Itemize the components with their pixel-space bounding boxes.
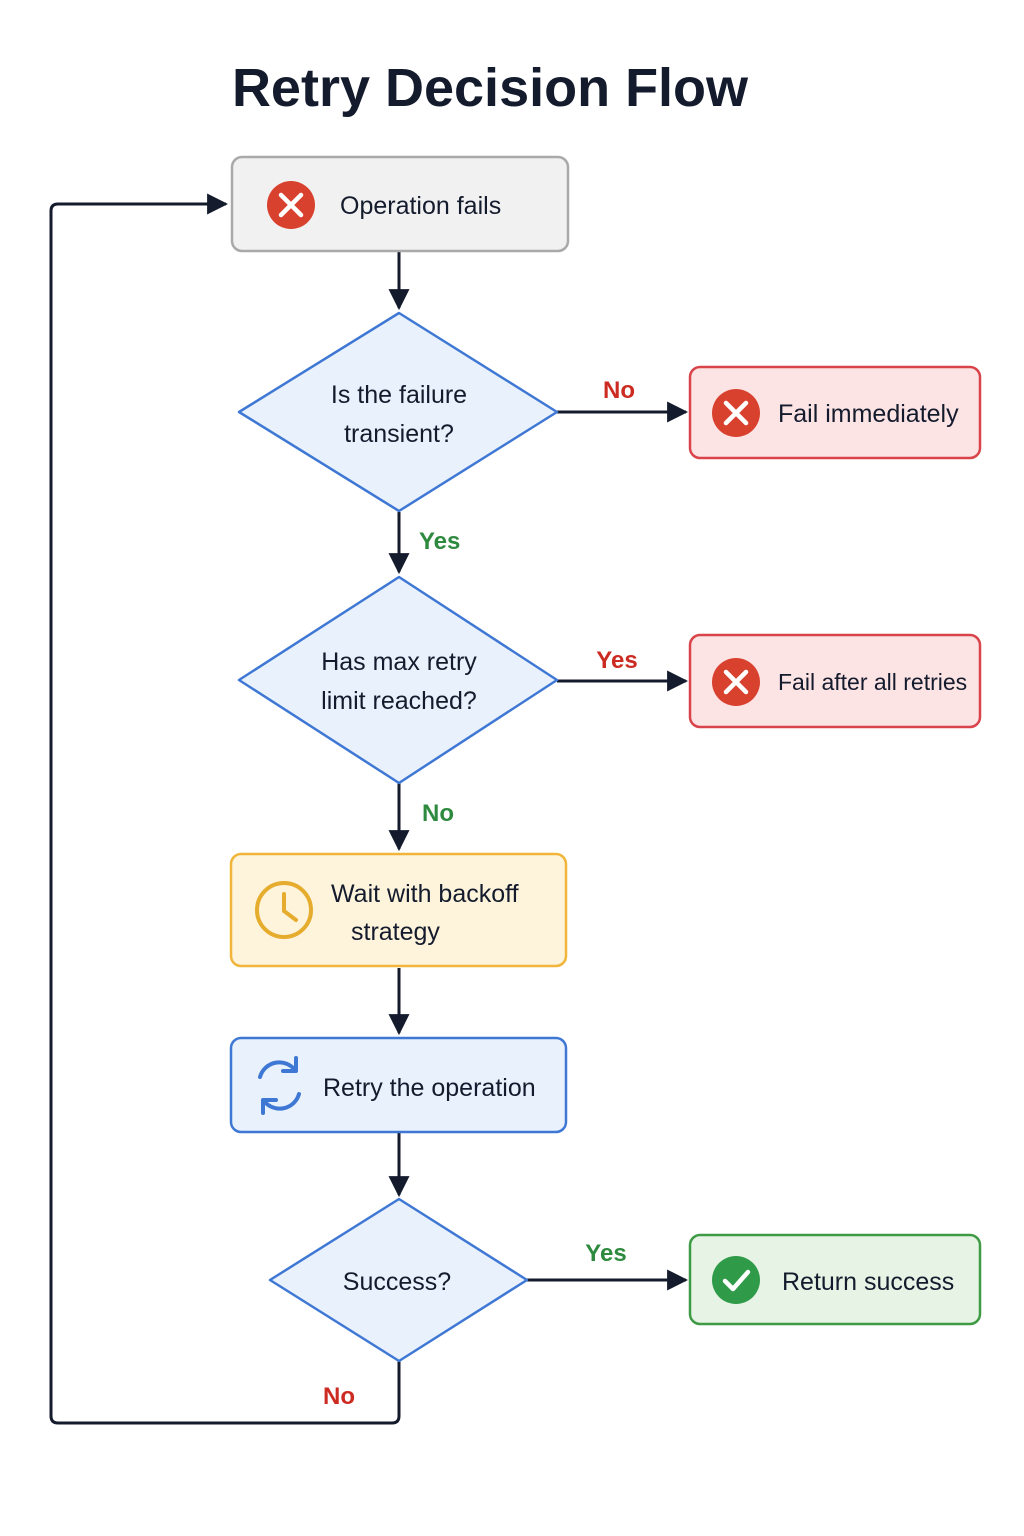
wait-backoff-label-line1: Wait with backoff	[331, 880, 519, 908]
is-transient-diamond	[237, 311, 559, 513]
refresh-icon	[258, 1056, 301, 1115]
fail-immediately-box	[688, 365, 982, 460]
return-success-label: Return success	[782, 1268, 954, 1296]
fail-after-retries-label: Fail after all retries	[778, 669, 967, 695]
max-retry-label-line2: limit reached?	[321, 687, 477, 715]
operation-fails-box	[230, 155, 570, 253]
node-fail-immediately: Fail immediately	[688, 365, 982, 460]
return-success-box	[688, 1233, 982, 1326]
wait-backoff-box	[229, 852, 568, 968]
max-retry-diamond	[237, 575, 559, 785]
retry-operation-label: Retry the operation	[323, 1074, 536, 1102]
edge-label-transient-yes: Yes	[419, 528, 460, 555]
success-diamond	[268, 1197, 529, 1363]
node-wait-backoff: Wait with backoff strategy	[229, 852, 568, 968]
check-circle-icon	[712, 1256, 760, 1304]
edge-success-no-loop	[49, 193, 401, 1425]
clock-icon	[255, 881, 313, 939]
edge-label-success-yes: Yes	[585, 1240, 626, 1267]
x-circle-icon	[267, 181, 315, 229]
node-retry-operation: Retry the operation	[229, 1036, 568, 1134]
node-operation-fails: Operation fails	[230, 155, 570, 253]
edge-label-transient-no: No	[603, 377, 635, 404]
edge-label-max-yes: Yes	[596, 647, 637, 674]
decision-success: Success?	[268, 1197, 529, 1363]
is-transient-label-line1: Is the failure	[331, 381, 467, 409]
decision-is-transient: Is the failure transient?	[237, 311, 559, 513]
max-retry-label-line1: Has max retry	[321, 648, 477, 676]
fail-after-retries-box	[688, 633, 982, 729]
x-circle-icon	[712, 389, 760, 437]
node-fail-after-retries: Fail after all retries	[688, 633, 982, 729]
is-transient-label-line2: transient?	[344, 420, 454, 448]
node-return-success: Return success	[688, 1233, 982, 1326]
operation-fails-label: Operation fails	[340, 192, 501, 220]
x-circle-icon	[712, 658, 760, 706]
edge-label-success-no: No	[323, 1383, 355, 1410]
connectors	[49, 193, 689, 1425]
edge-label-max-no: No	[422, 800, 454, 827]
wait-backoff-label-line2: strategy	[351, 918, 440, 946]
success-check-label: Success?	[343, 1268, 451, 1296]
fail-immediately-label: Fail immediately	[778, 400, 959, 428]
retry-operation-box	[229, 1036, 568, 1134]
diagram-title: Retry Decision Flow	[232, 58, 749, 118]
decision-max-retry: Has max retry limit reached?	[237, 575, 559, 785]
